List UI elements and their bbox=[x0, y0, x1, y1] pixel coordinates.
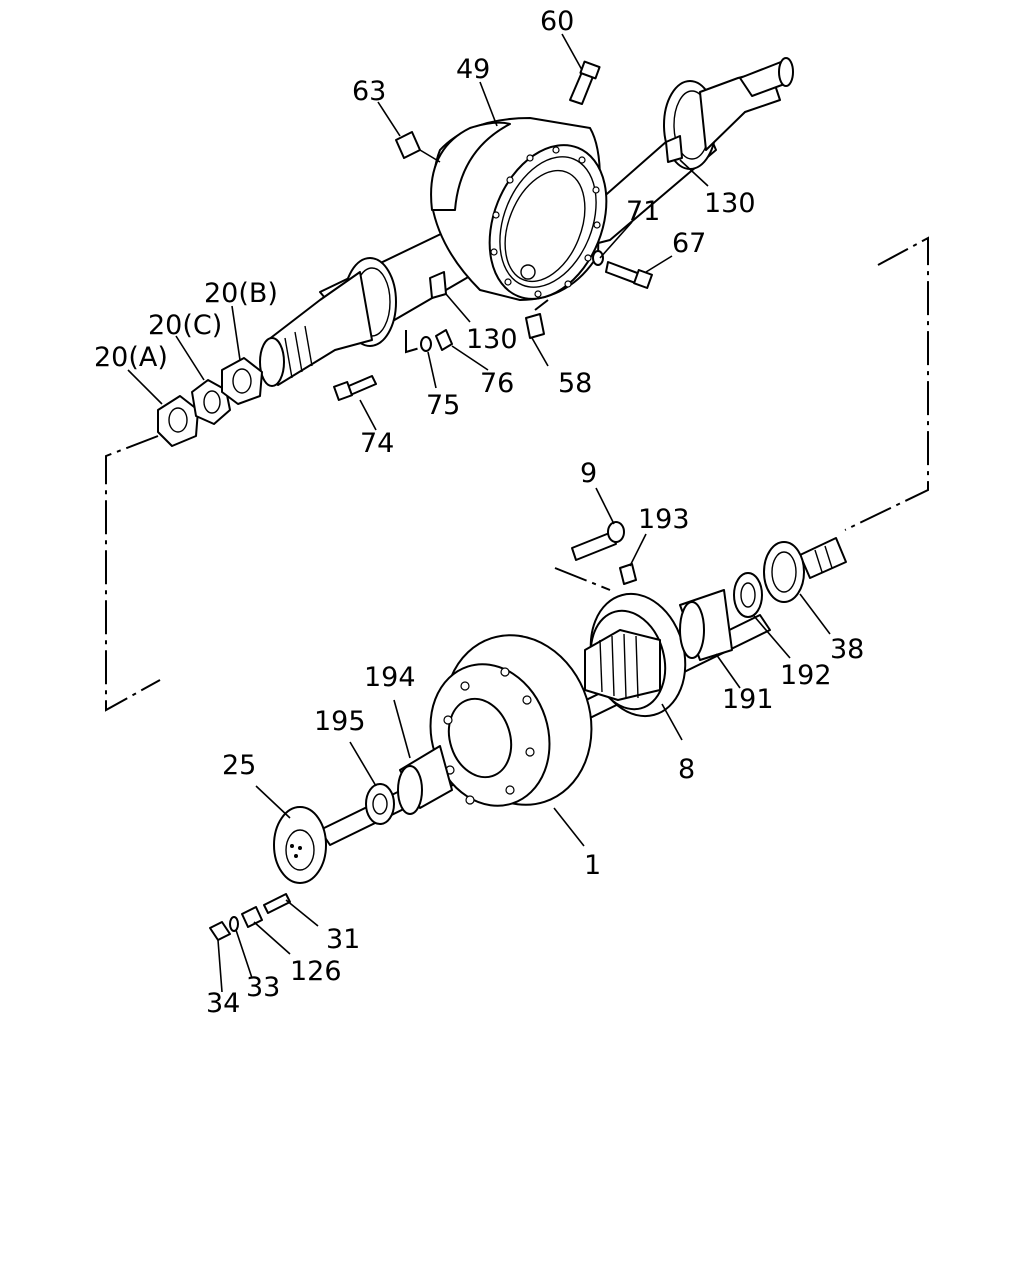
assembly-lines bbox=[105, 236, 929, 712]
label-63: 63 bbox=[352, 76, 386, 107]
label-34: 34 bbox=[206, 988, 240, 1019]
hub-bolt bbox=[571, 521, 637, 585]
axle-housing bbox=[259, 57, 794, 387]
flange-bolt-holes bbox=[490, 146, 601, 298]
label-31: 31 bbox=[326, 924, 360, 955]
label-195: 195 bbox=[314, 706, 366, 737]
part-labels: 60 49 63 130 71 67 20(B) 20(C) 20(A) 130… bbox=[94, 6, 864, 1019]
label-130-upper: 130 bbox=[704, 188, 756, 219]
label-20a: 20(A) bbox=[94, 342, 168, 373]
drum-bolt-holes bbox=[443, 667, 535, 805]
label-76: 76 bbox=[480, 368, 514, 399]
label-20b: 20(B) bbox=[204, 278, 278, 309]
brake-drum bbox=[429, 634, 593, 807]
left-bearing-parts bbox=[365, 745, 453, 825]
label-67: 67 bbox=[672, 228, 706, 259]
housing-fasteners bbox=[157, 60, 653, 447]
label-194: 194 bbox=[364, 662, 416, 693]
shaft-flange bbox=[273, 806, 327, 884]
label-25: 25 bbox=[222, 750, 256, 781]
label-8: 8 bbox=[678, 754, 695, 785]
stud-fasteners bbox=[209, 893, 291, 941]
label-1: 1 bbox=[584, 850, 601, 881]
right-bearing-parts bbox=[679, 541, 805, 661]
label-191: 191 bbox=[722, 684, 774, 715]
label-74: 74 bbox=[360, 428, 394, 459]
label-130-lower: 130 bbox=[466, 324, 518, 355]
label-75: 75 bbox=[426, 390, 460, 421]
label-49: 49 bbox=[456, 54, 490, 85]
label-71: 71 bbox=[626, 196, 660, 227]
label-33: 33 bbox=[246, 972, 280, 1003]
wheel-hub bbox=[584, 592, 687, 718]
label-9: 9 bbox=[580, 458, 597, 489]
label-193: 193 bbox=[638, 504, 690, 535]
leader-lines bbox=[127, 33, 831, 993]
label-58: 58 bbox=[558, 368, 592, 399]
label-20c: 20(C) bbox=[148, 310, 222, 341]
label-60: 60 bbox=[540, 6, 574, 37]
label-126: 126 bbox=[290, 956, 342, 987]
label-192: 192 bbox=[780, 660, 832, 691]
label-38: 38 bbox=[830, 634, 864, 665]
